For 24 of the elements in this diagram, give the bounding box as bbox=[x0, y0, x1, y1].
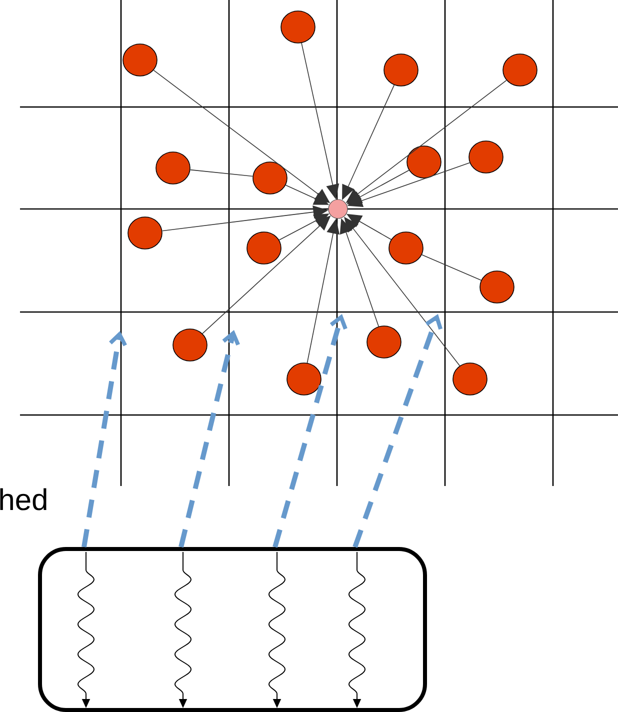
arrow bbox=[346, 214, 392, 240]
particle-circle bbox=[286, 362, 322, 396]
particle-circle bbox=[452, 362, 488, 396]
particle-circle bbox=[406, 146, 442, 178]
dashed-arrow bbox=[178, 330, 240, 548]
particle-circle bbox=[280, 10, 316, 44]
particle-circle bbox=[468, 140, 504, 174]
dashed-arrow bbox=[82, 331, 127, 548]
particle-circle bbox=[480, 270, 514, 304]
dashed-arrow bbox=[352, 314, 442, 548]
dashed-arrow bbox=[272, 314, 348, 548]
target-circle bbox=[328, 199, 348, 219]
particle-circle bbox=[156, 152, 190, 184]
particle-circle bbox=[384, 54, 418, 86]
particle-circle bbox=[122, 44, 158, 76]
particle-circle bbox=[388, 232, 424, 264]
particle-circle bbox=[252, 162, 288, 194]
particle-circle bbox=[246, 232, 282, 264]
particle-circle bbox=[366, 326, 402, 358]
particle-circle bbox=[502, 54, 538, 86]
label-text: hed bbox=[0, 488, 46, 510]
rounded-box bbox=[38, 547, 427, 712]
particle-circle bbox=[172, 328, 208, 362]
particle-circle bbox=[128, 216, 162, 250]
